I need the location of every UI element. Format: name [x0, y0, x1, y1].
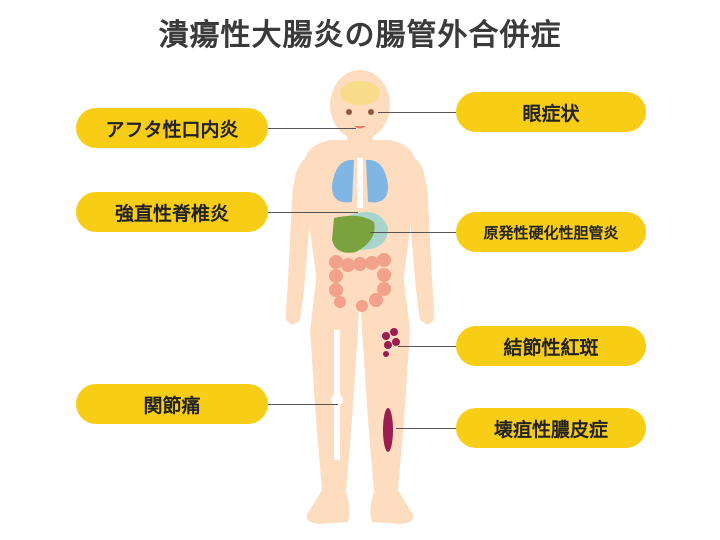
connector-spondylitis — [268, 212, 358, 213]
colon — [329, 253, 391, 312]
right-arm — [410, 158, 435, 325]
connector-erythema — [398, 346, 456, 347]
pyoderma-lesion — [383, 408, 393, 452]
connector-aphtha — [268, 128, 356, 129]
label-erythema: 結節性紅斑 — [456, 326, 646, 366]
left-leg — [306, 265, 360, 524]
knee-bone — [331, 330, 343, 460]
brain — [340, 81, 380, 105]
label-eye: 眼症状 — [456, 92, 646, 132]
label-pyoderma-text: 壊疽性膿皮症 — [493, 418, 608, 441]
left-eye — [346, 109, 352, 115]
label-psc-text: 原発性硬化性胆管炎 — [483, 223, 619, 242]
right-eye — [368, 109, 374, 115]
trachea — [357, 158, 363, 208]
right-lung — [366, 159, 389, 203]
label-eye-text: 眼症状 — [522, 102, 580, 125]
left-arm — [285, 158, 310, 325]
label-pyoderma: 壊疽性膿皮症 — [456, 408, 646, 448]
label-aphtha: アフタ性口内炎 — [76, 108, 268, 148]
connector-eye — [378, 112, 456, 113]
connector-arthralgia — [268, 404, 338, 405]
label-psc: 原発性硬化性胆管炎 — [456, 212, 646, 252]
label-arthralgia-text: 関節痛 — [143, 394, 201, 417]
label-spondylitis: 強直性脊椎炎 — [76, 192, 268, 232]
liver — [332, 215, 375, 253]
label-erythema-text: 結節性紅斑 — [503, 336, 599, 359]
mouth — [354, 126, 366, 129]
label-spondylitis-text: 強直性脊椎炎 — [114, 202, 229, 225]
left-lung — [331, 159, 354, 203]
page-title: 潰瘍性大腸炎の腸管外合併症 — [158, 18, 562, 53]
right-leg — [360, 265, 414, 524]
erythema-lesions — [382, 328, 400, 357]
connector-pyoderma — [396, 428, 456, 429]
label-arthralgia: 関節痛 — [76, 384, 268, 424]
connector-psc — [370, 232, 456, 233]
label-aphtha-text: アフタ性口内炎 — [105, 118, 239, 141]
